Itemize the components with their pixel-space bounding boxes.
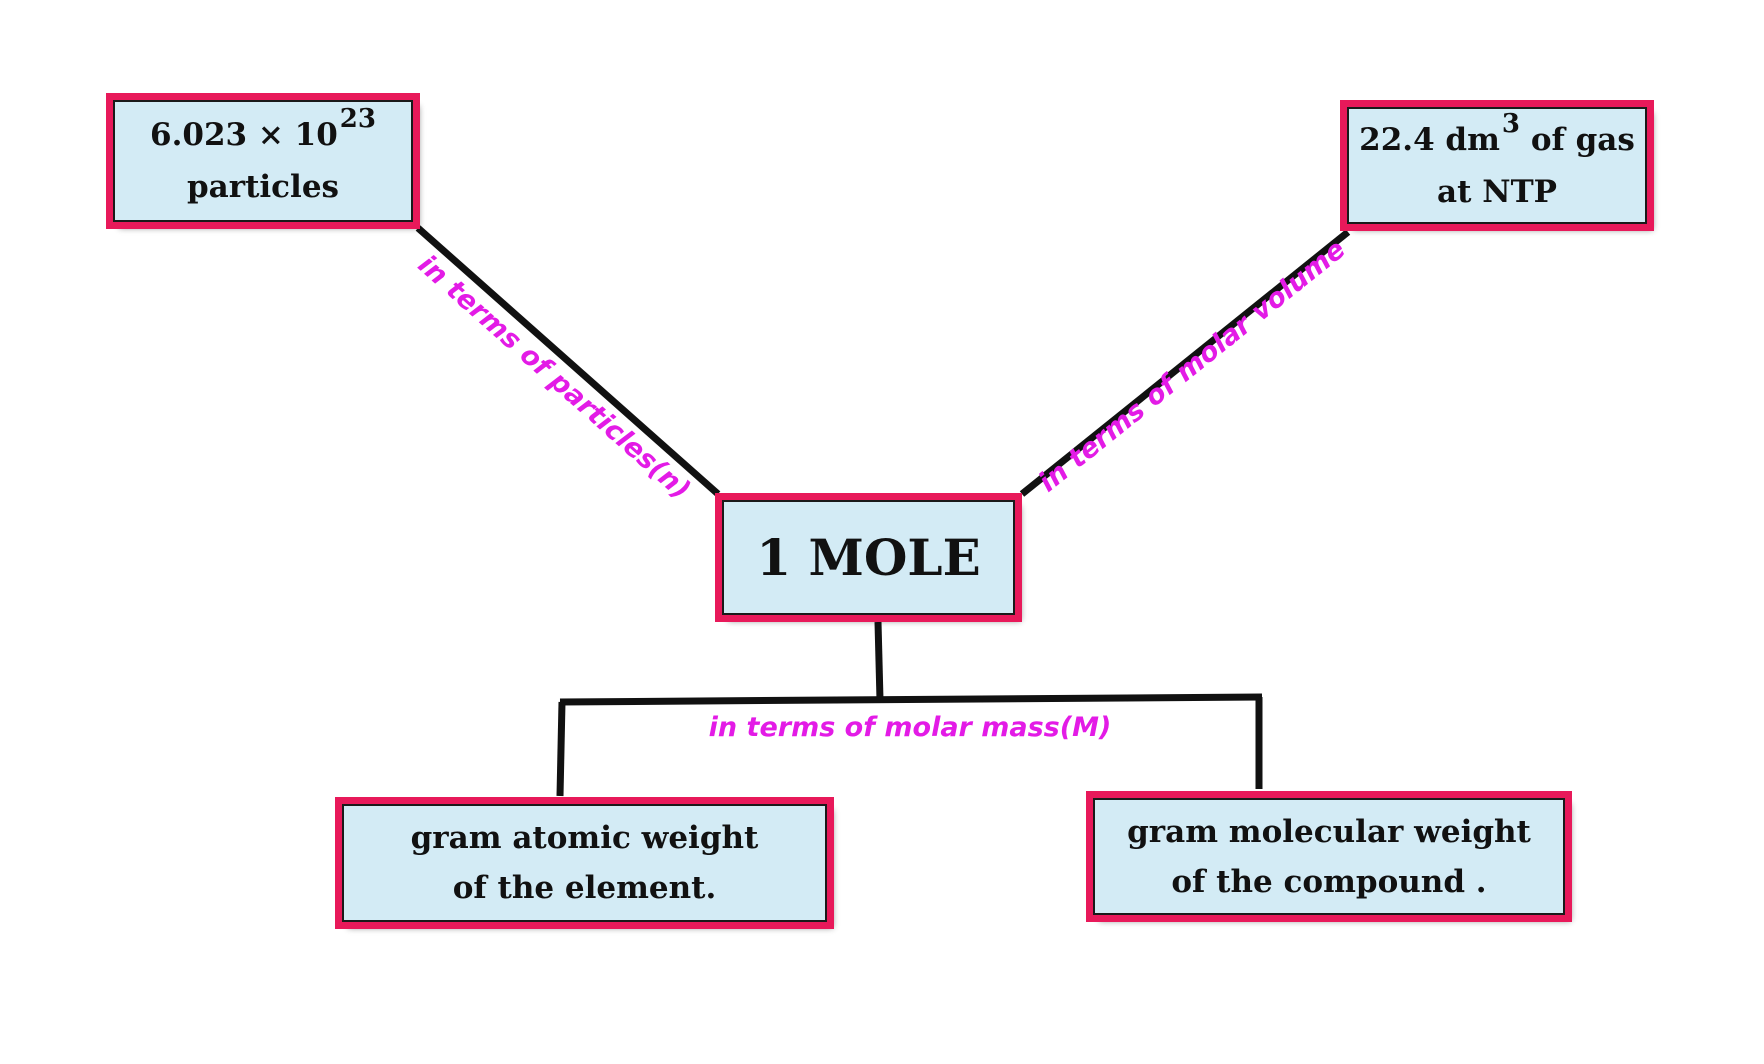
molecular-line-1: gram molecular weight (1127, 813, 1531, 850)
atomic-line-2: of the element. (452, 870, 717, 906)
volume-exponent: 3 (1501, 108, 1521, 139)
volume-value: 22.4 dm (1359, 121, 1500, 158)
label-mass: in terms of molar mass(M) (708, 712, 1112, 743)
molecular-box: gram molecular weight of the compound . (1086, 791, 1572, 922)
volume-suffix: of gas (1530, 121, 1635, 158)
particles-line-2: particles (186, 169, 340, 205)
atomic-line-1: gram atomic weight (410, 820, 759, 856)
volume-line-1: 22.4 dm3 of gas (1359, 109, 1635, 167)
connector-horizontal (559, 693, 1263, 706)
avogadro-exponent: 23 (339, 104, 376, 134)
connector-center-down (874, 621, 884, 701)
connector-volume (1019, 229, 1351, 497)
center-box: 1 MOLE (715, 493, 1022, 622)
molecular-line-2: of the compound . (1171, 863, 1487, 900)
center-label: 1 MOLE (756, 527, 981, 587)
atomic-box: gram atomic weight of the element. (335, 797, 834, 929)
volume-line-2: at NTP (1437, 173, 1557, 210)
connector-left-drop (556, 701, 566, 797)
particles-line-1: 6.023 × 1023 (150, 104, 376, 162)
volume-box: 22.4 dm3 of gas at NTP (1340, 100, 1654, 231)
avogadro-number: 6.023 × 10 (150, 117, 338, 153)
connector-particles (415, 225, 721, 497)
particles-box: 6.023 × 1023 particles (106, 93, 420, 229)
